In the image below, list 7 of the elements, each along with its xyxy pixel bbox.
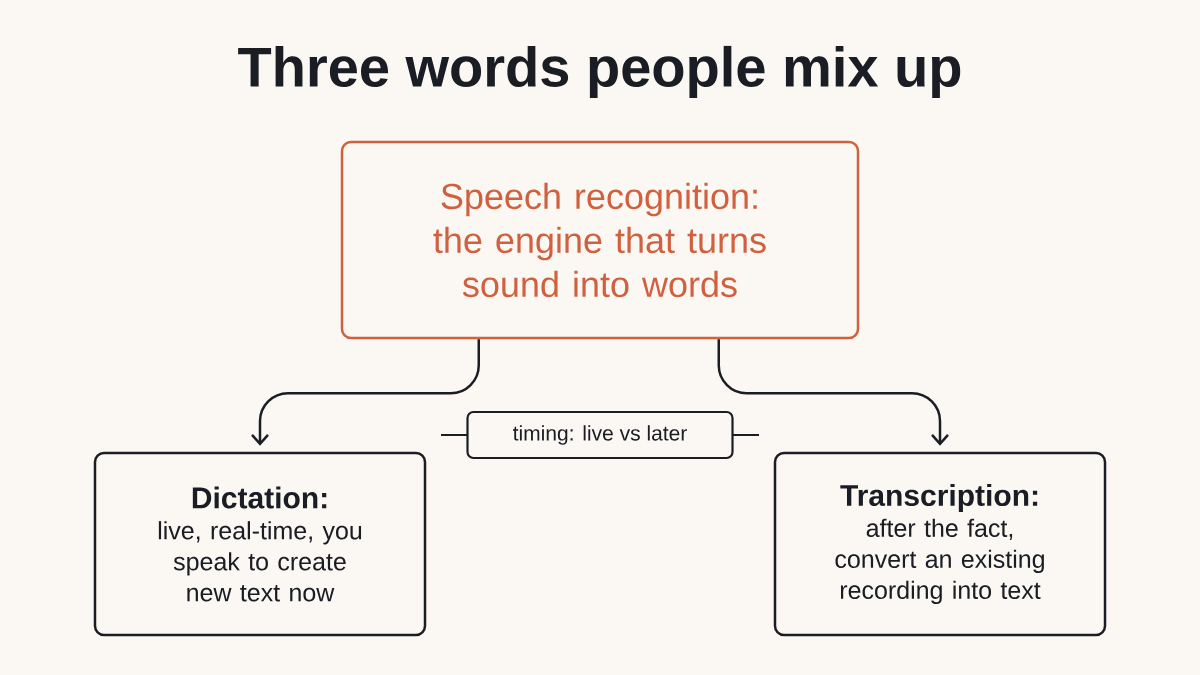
term-box: Dictation: live, real-time, you speak to create new text now — [93, 451, 427, 637]
comparison-tag: timing: live vs later — [439, 410, 761, 460]
title: Three words people mix up — [238, 45, 961, 99]
arrow — [717, 339, 949, 446]
term-box: Transcription: after the fact, convert an existing recording into text — [773, 451, 1107, 637]
arrow — [251, 339, 480, 446]
concept-box: Speech recognition: the engine that turns sound into words — [340, 140, 860, 340]
